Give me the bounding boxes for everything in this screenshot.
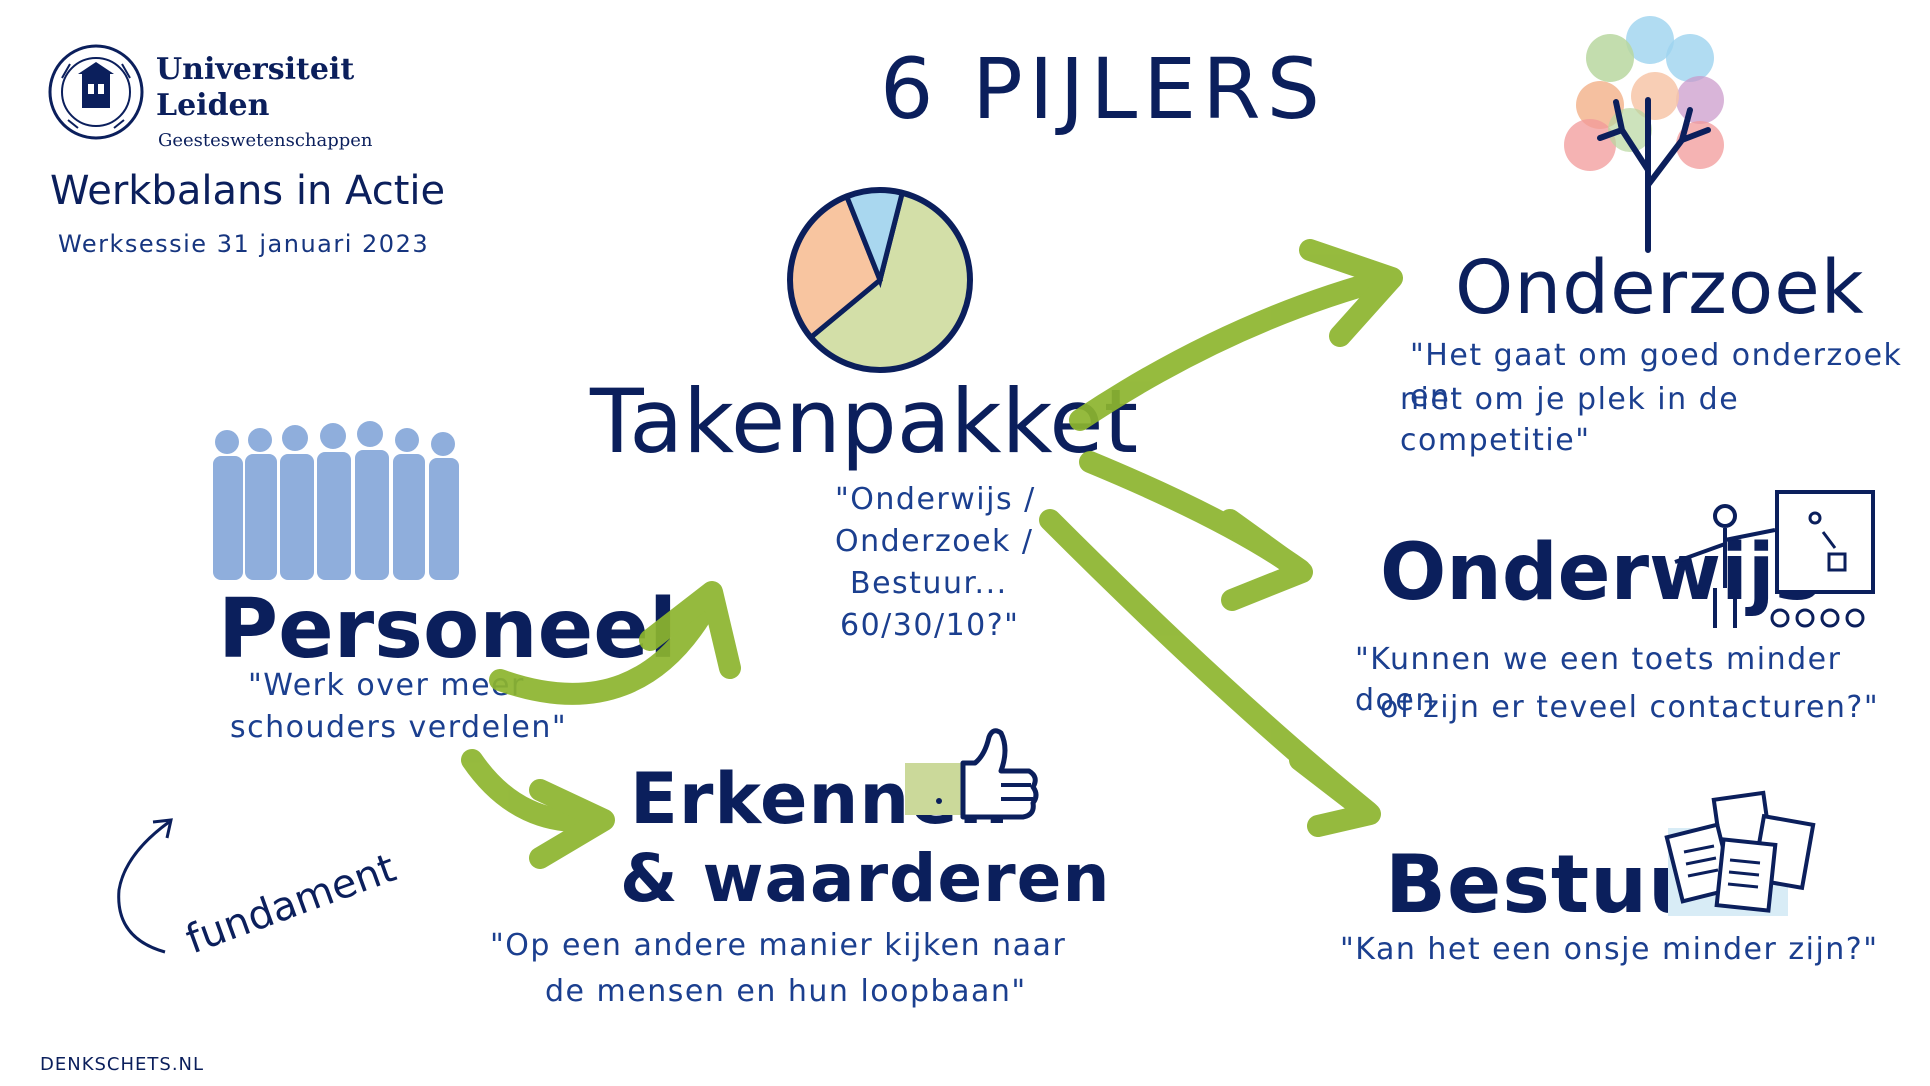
takenpakket-quote-line3: Bestuur... [850, 566, 1008, 601]
onderwijs-label: Onderwijs [1380, 528, 1821, 618]
onderzoek-quote-line2: niet om je plek in de competitie" [1400, 382, 1740, 458]
takenpakket-quote-line2: Onderzoek / [835, 524, 1034, 559]
faculty-name: Geesteswetenschappen [158, 130, 373, 151]
arrow-takenpakket-to-bestuur [1039, 509, 1379, 823]
org-name-line2: Leiden [156, 88, 270, 123]
event-title: Werkbalans in Actie [50, 168, 446, 214]
erkennen-label-line2: & waarderen [620, 840, 1111, 917]
takenpakket-quote-line1: "Onderwijs / [835, 482, 1036, 517]
university-seal-icon [48, 44, 144, 140]
arrow-takenpakket-to-onderwijs [1079, 451, 1311, 581]
fundament-arrow-icon [117, 818, 173, 954]
tree-icon [1564, 16, 1724, 253]
fundament-label: fundament [180, 844, 402, 964]
bestuur-quote: "Kan het een onsje minder zijn?" [1340, 932, 1879, 967]
onderwijs-quote-line2: of zijn er teveel contacturen?" [1380, 690, 1880, 725]
people-group-icon [213, 421, 459, 580]
thumbs-up-icon [905, 728, 1039, 820]
erkennen-quote-line1: "Op een andere manier kijken naar [490, 928, 1067, 963]
personeel-label: Personeel [218, 582, 678, 677]
credit-label: DENKSCHETS.NL [40, 1054, 205, 1075]
workload-pie-chart [787, 187, 973, 373]
arrow-personeel-to-erkennen [461, 749, 611, 833]
takenpakket-label: Takenpakket [590, 370, 1139, 473]
org-name-line1: Universiteit [156, 52, 355, 87]
main-title: 6 PIJLERS [880, 40, 1326, 138]
event-subtitle: Werksessie 31 januari 2023 [58, 230, 430, 258]
personeel-quote-line1: "Werk over meer [248, 668, 525, 703]
teacher-whiteboard-icon [1674, 490, 1875, 628]
takenpakket-quote-line4: 60/30/10?" [840, 608, 1020, 643]
personeel-quote-line2: schouders verdelen" [230, 710, 568, 745]
erkennen-quote-line2: de mensen en hun loopbaan" [545, 974, 1027, 1009]
paper-stack-icon [1664, 790, 1816, 916]
onderzoek-quote-line1: "Het gaat om goed onderzoek en [1410, 338, 1903, 414]
onderzoek-label: Onderzoek [1455, 245, 1865, 331]
